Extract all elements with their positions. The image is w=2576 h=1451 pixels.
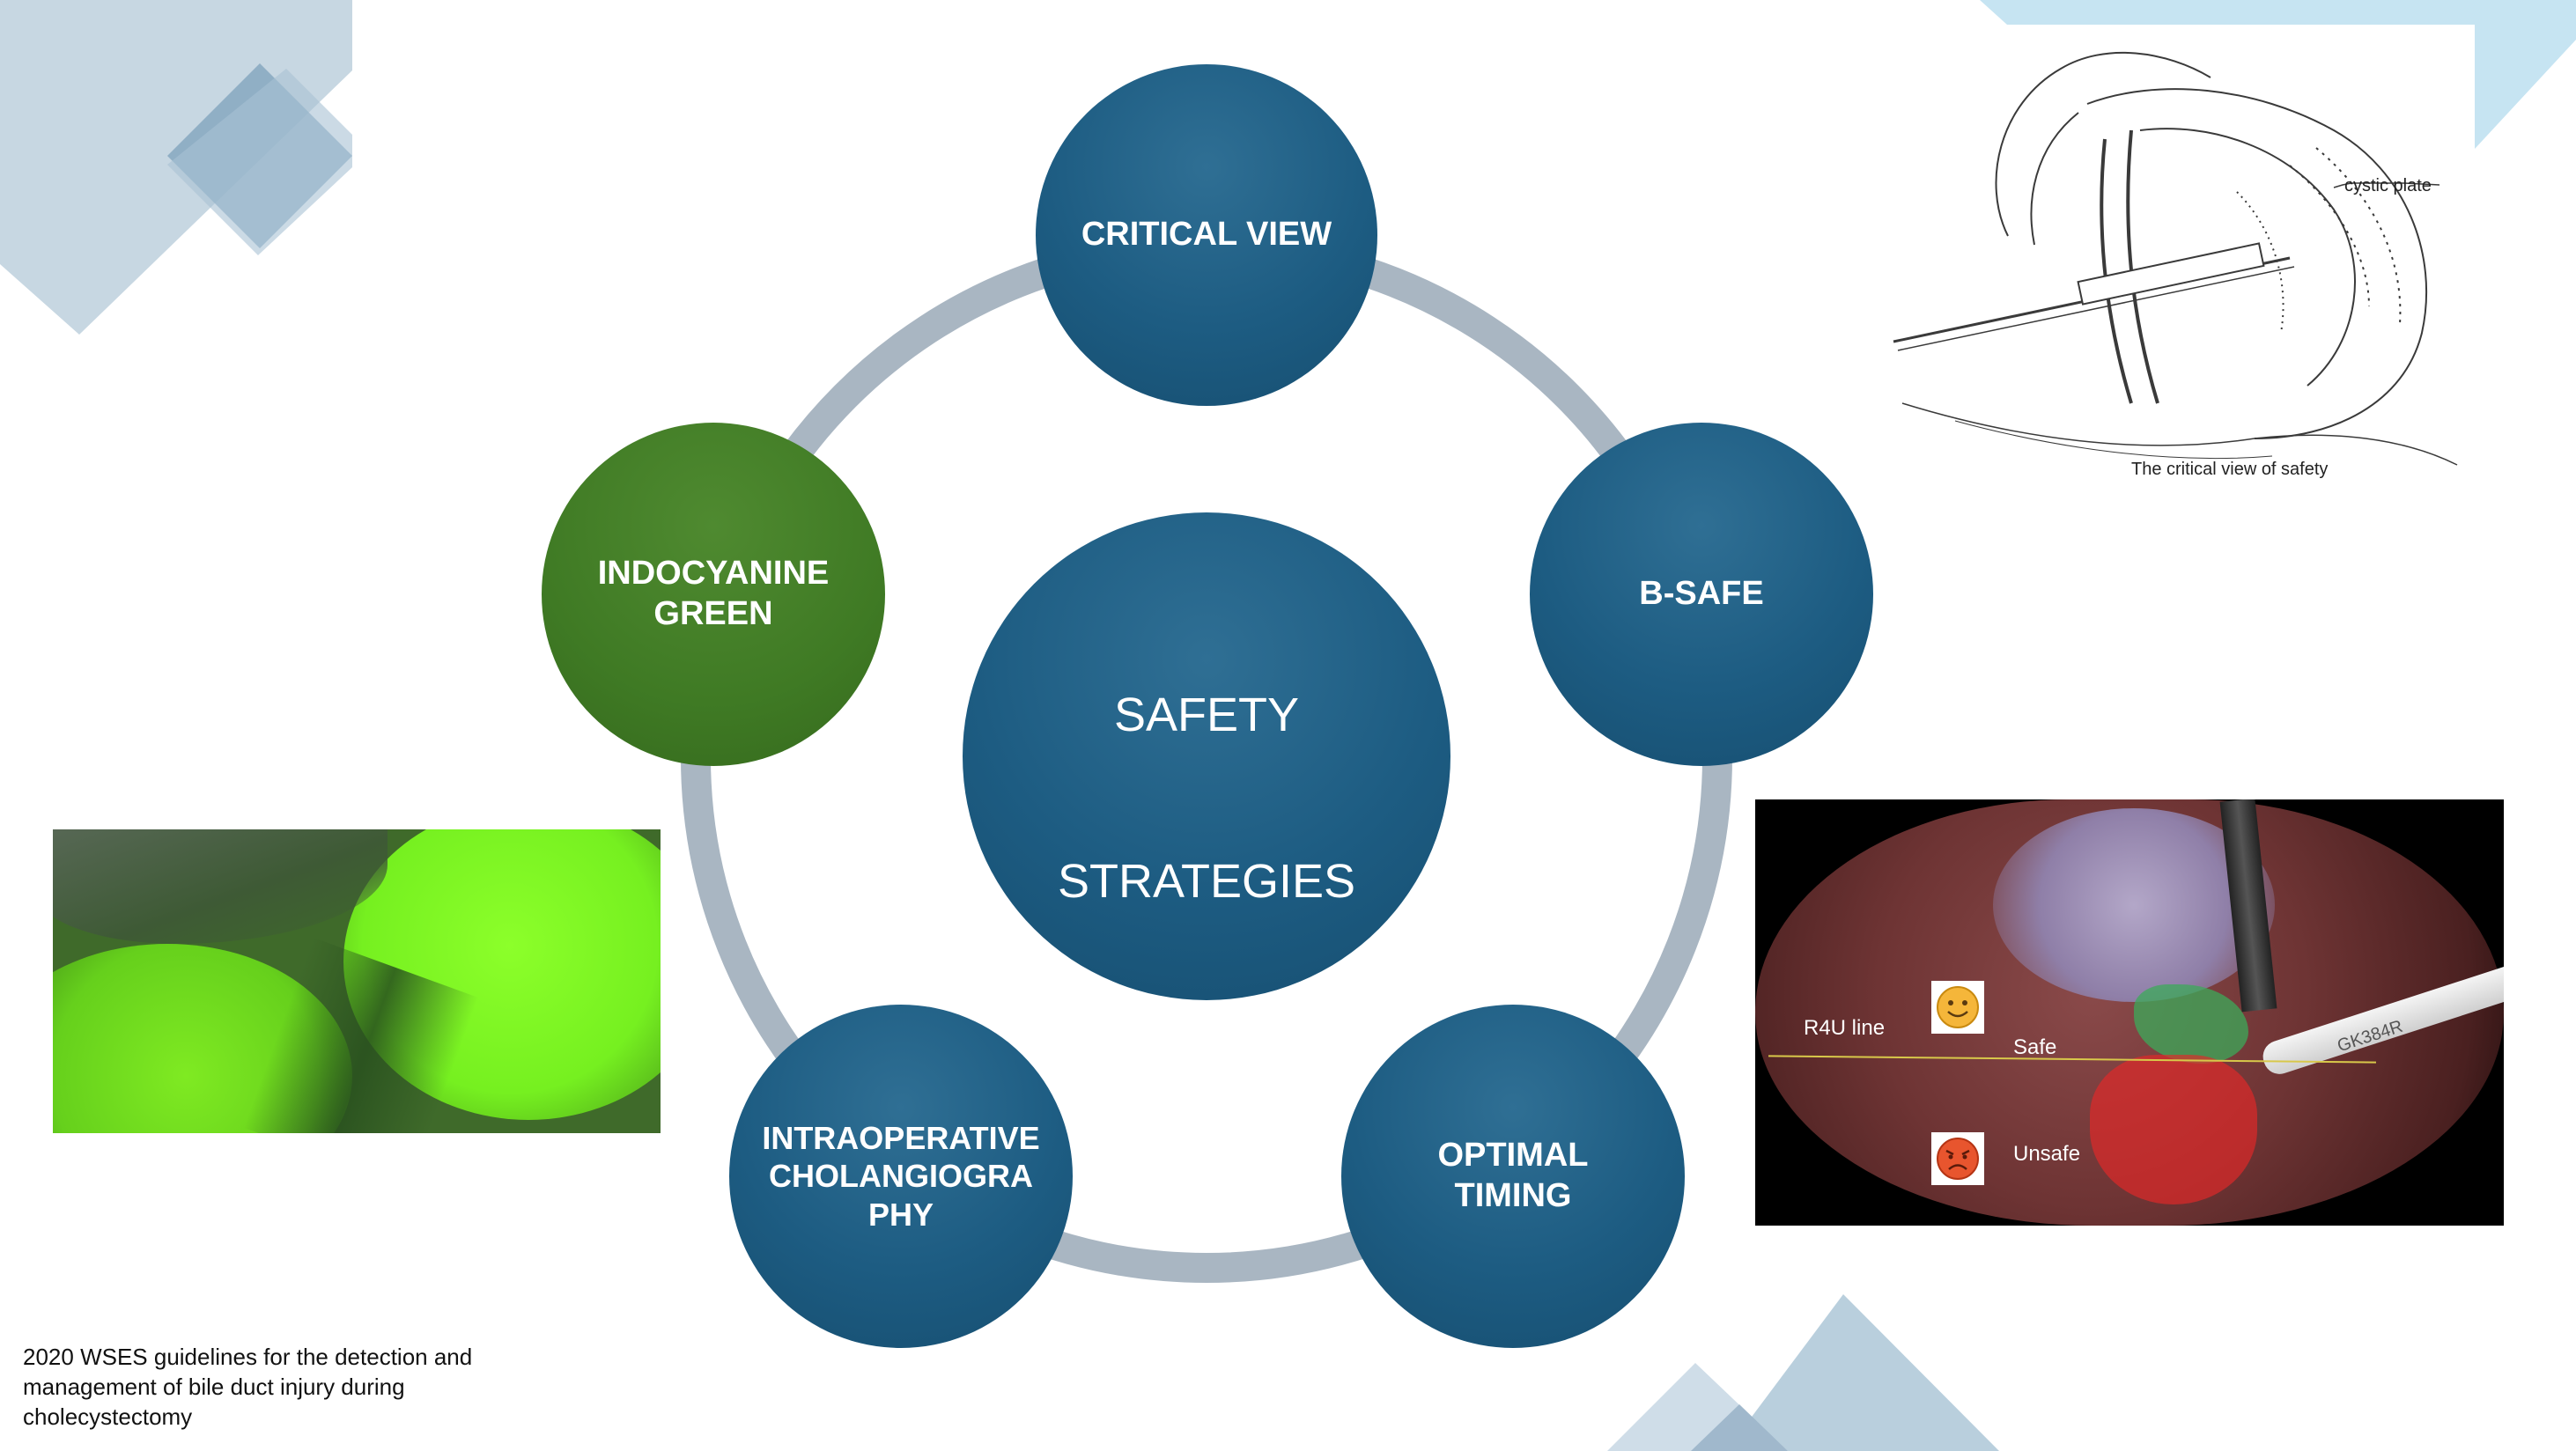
node-optimal-timing: OPTIMAL TIMING	[1341, 1005, 1685, 1348]
center-node-safety-strategies: SAFETY STRATEGIES	[963, 512, 1450, 1000]
r4u-surgical-image: GK384R R4U line Safe Unsafe	[1755, 799, 2504, 1226]
node-label-critical-view: CRITICAL VIEW	[1081, 216, 1332, 254]
decor-diamond-small	[167, 69, 352, 255]
node-label-intraoperative-cholangiography: INTRAOPERATIVE CHOLANGIOGRA PHY	[762, 1120, 1040, 1233]
icg-fluorescence-image	[53, 829, 661, 1133]
decor-triangle-bottom-overlap	[1691, 1404, 1788, 1451]
critical-view-sketch: cystic plate The critical view of safety	[1876, 25, 2475, 491]
center-title-line2: STRATEGIES	[1057, 854, 1356, 908]
node-label-indocyanine-green: INDOCYANINE GREEN	[597, 555, 830, 632]
node-label-b-safe: B-SAFE	[1639, 575, 1764, 613]
sketch-drawing	[1893, 51, 2458, 466]
node-indocyanine-green: INDOCYANINE GREEN	[542, 423, 885, 766]
decor-triangle-top-right	[2464, 33, 2576, 160]
safe-label: Safe	[2013, 1035, 2057, 1059]
sketch-label-cystic-plate: cystic plate	[2344, 176, 2432, 195]
citation-text: 2020 WSES guidelines for the detection a…	[23, 1344, 473, 1430]
node-critical-view: CRITICAL VIEW	[1036, 64, 1377, 406]
frown-icon	[1931, 1132, 1984, 1185]
icg-dark-fold	[53, 829, 388, 944]
r4u-line-label: R4U line	[1804, 1016, 1886, 1040]
decor-triangle-bottom-large	[1726, 1294, 1999, 1451]
node-b-safe: B-SAFE	[1530, 423, 1873, 766]
unsafe-label: Unsafe	[2013, 1142, 2081, 1166]
center-title-line1: SAFETY	[1113, 688, 1300, 741]
unsafe-zone-overlay	[2090, 1055, 2257, 1204]
node-label-optimal-timing: OPTIMAL TIMING	[1437, 1137, 1589, 1214]
smiley-icon	[1931, 981, 1984, 1034]
node-intraoperative-cholangiography: INTRAOPERATIVE CHOLANGIOGRA PHY	[729, 1005, 1073, 1348]
sketch-caption: The critical view of safety	[2131, 460, 2329, 479]
